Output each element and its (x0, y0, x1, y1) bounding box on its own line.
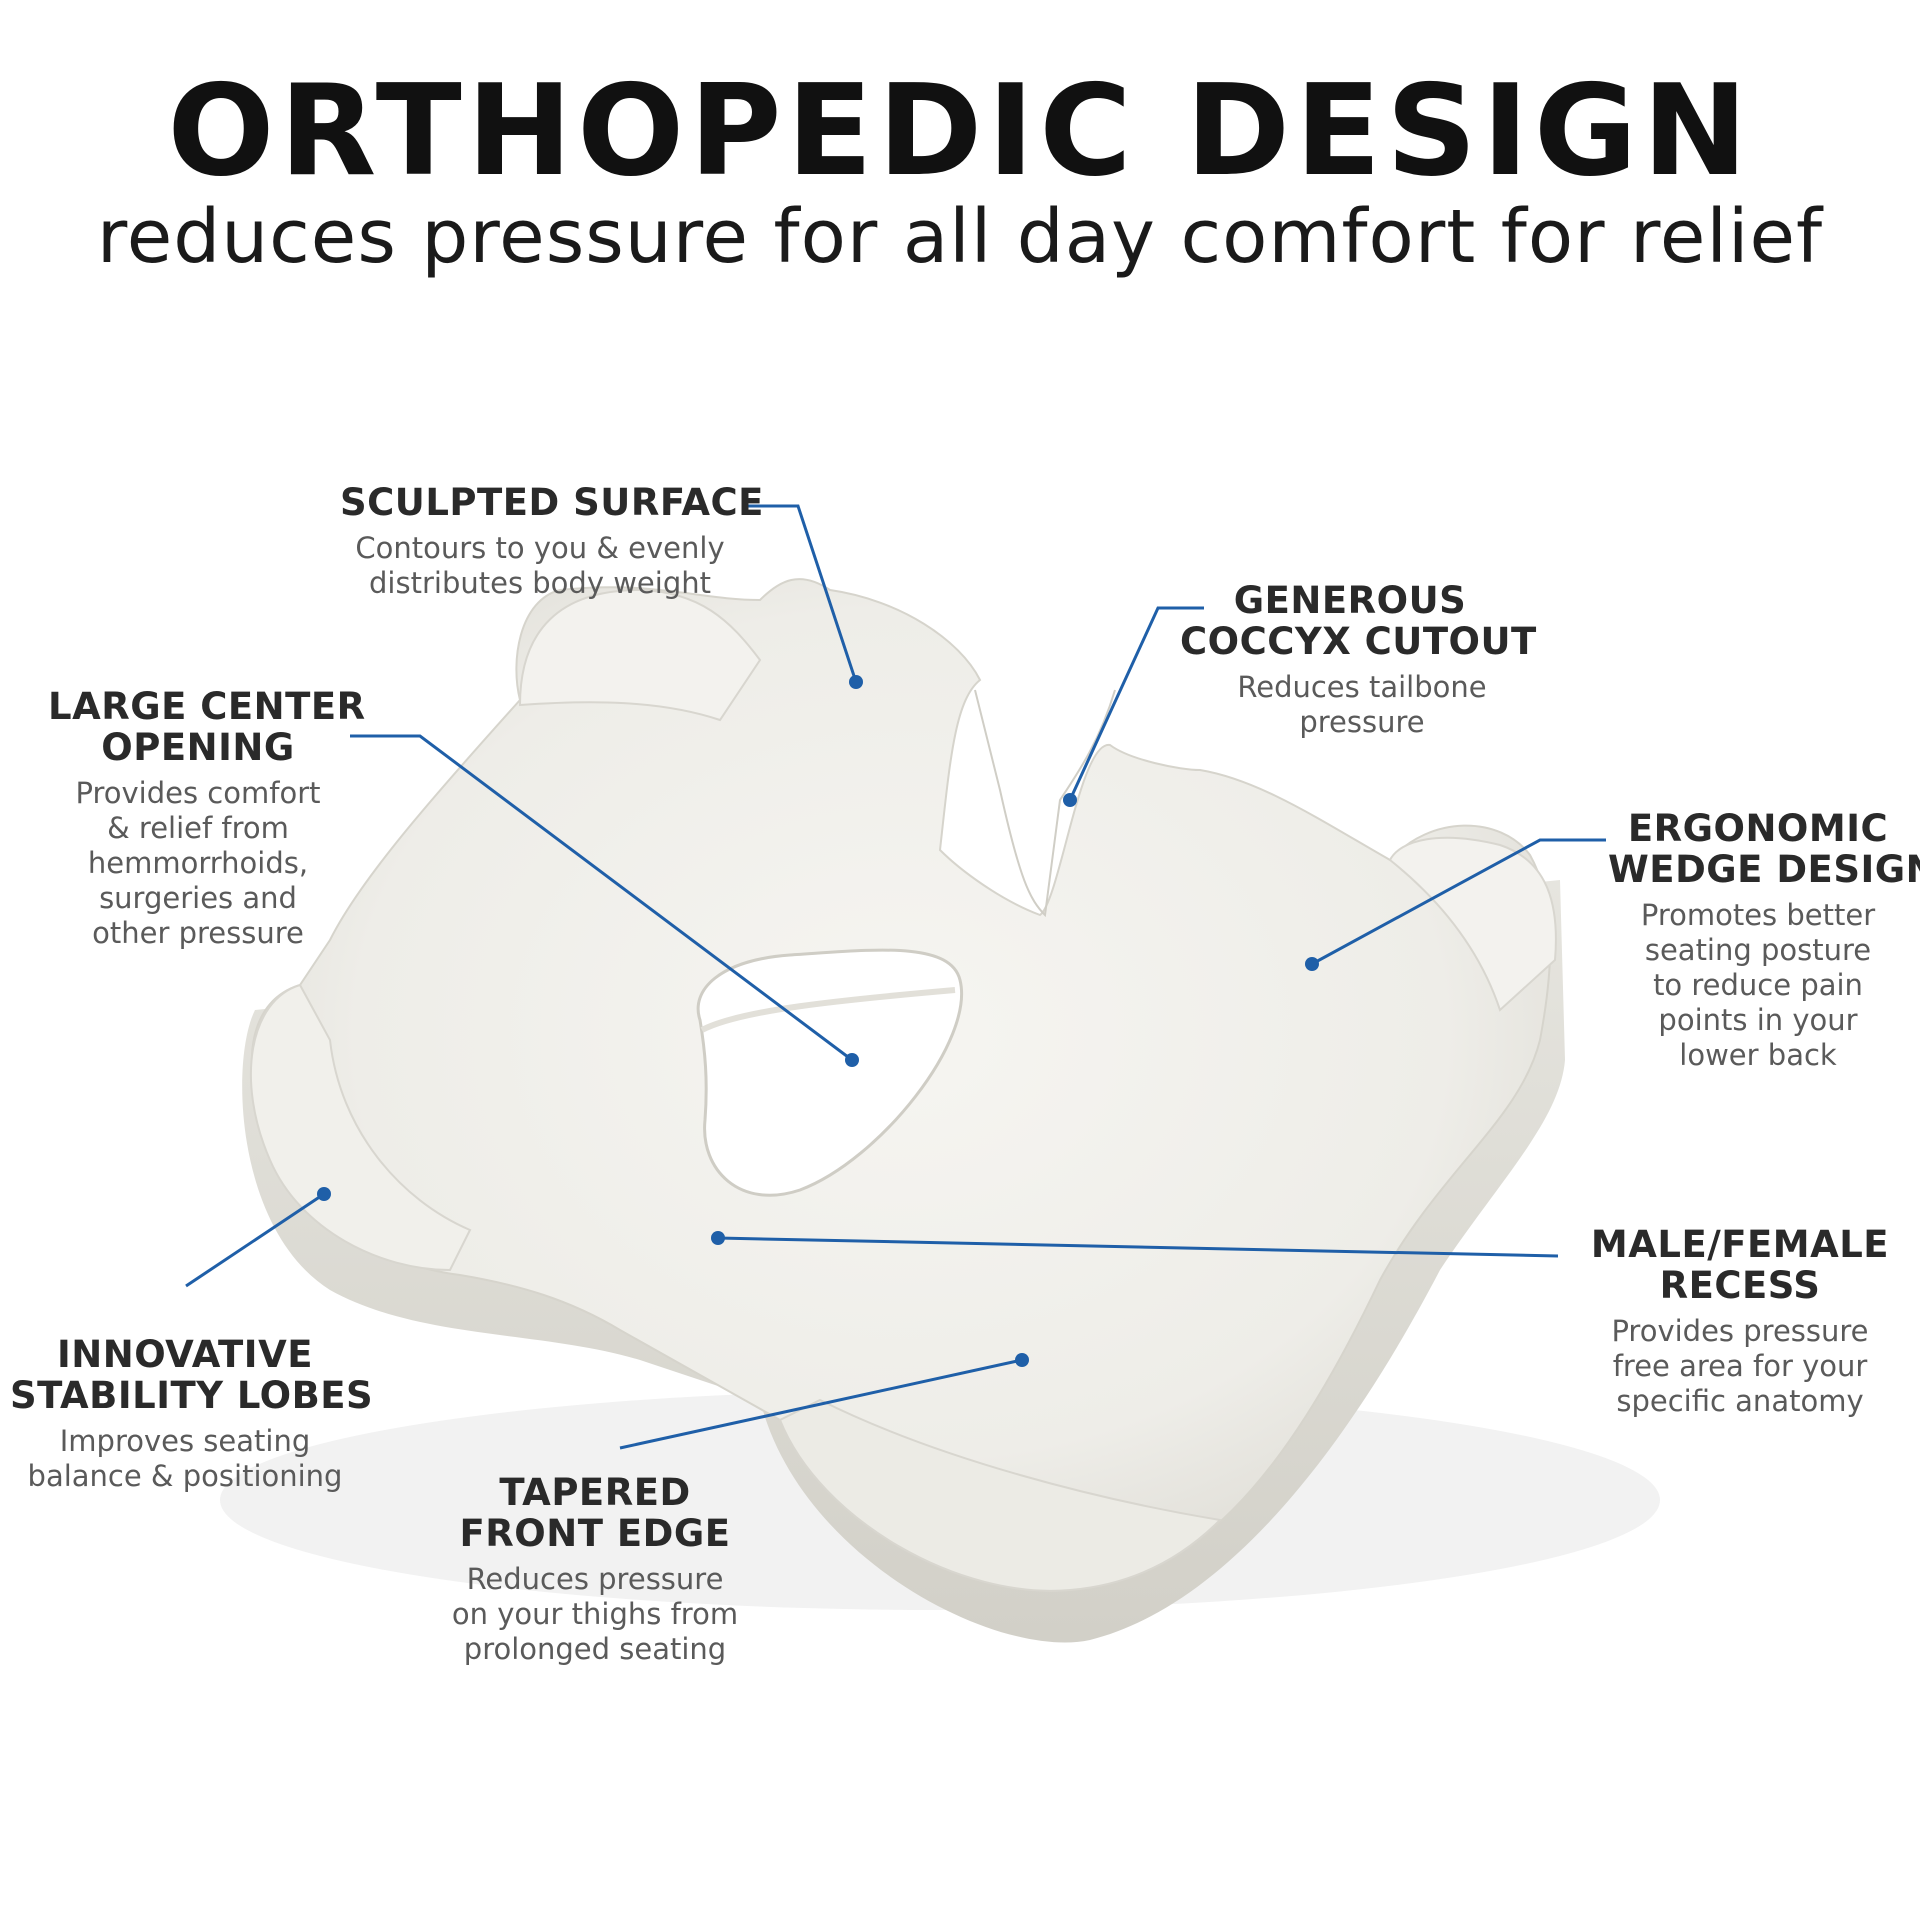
page-subtitle: reduces pressure for all day comfort for… (96, 194, 1824, 280)
callout-stability-lobes: INNOVATIVE STABILITY LOBES Improves seat… (10, 1333, 374, 1494)
callout-title-line: SCULPTED SURFACE (340, 481, 764, 524)
callout-description: Reduces pressure on your thighs from pro… (440, 1562, 750, 1667)
callout-description: Improves seating balance & positioning (10, 1424, 360, 1494)
callout-description-line: pressure (1299, 705, 1425, 739)
callout-title-line: ERGONOMIC (1627, 807, 1889, 850)
page-title: ORTHOPEDIC DESIGN (167, 57, 1753, 204)
callout-description-line: other pressure (92, 916, 304, 950)
callout-sculpted-surface: SCULPTED SURFACE Contours to you & evenl… (340, 481, 764, 601)
callout-title: MALE/FEMALE RECESS (1580, 1224, 1900, 1306)
callout-recess: MALE/FEMALE RECESS Provides pressure fre… (1580, 1224, 1900, 1419)
callout-description-line: hemmorrhoids, (87, 846, 309, 880)
callout-title: TAPERED FRONT EDGE (440, 1472, 750, 1554)
leader-line-recess (717, 1236, 1559, 1258)
callout-description: Promotes better seating posture to reduc… (1608, 898, 1908, 1073)
callout-description: Provides pressure free area for your spe… (1580, 1314, 1900, 1419)
dot-recess (711, 1231, 725, 1245)
callout-title-line: COCCYX CUTOUT (1180, 620, 1537, 663)
dot-sculpted-surface (849, 675, 863, 689)
callout-description-line: balance & positioning (27, 1459, 343, 1493)
callout-description-line: Contours to you & evenly (355, 531, 725, 565)
callout-description-line: prolonged seating (463, 1632, 727, 1666)
callout-title-line: OPENING (101, 726, 295, 769)
callout-title: GENEROUS COCCYX CUTOUT (1180, 579, 1537, 663)
leader-line-center-opening (350, 734, 853, 1062)
callout-coccyx-cutout: GENEROUS COCCYX CUTOUT Reduces tailbone … (1180, 579, 1537, 740)
leader-line-sculpted-surface (748, 504, 858, 683)
callout-description-line: Reduces pressure (466, 1562, 724, 1596)
callout-description-line: surgeries and (99, 881, 297, 915)
callout-title: INNOVATIVE STABILITY LOBES (10, 1333, 374, 1417)
leader-dots (317, 675, 1319, 1367)
dot-front-edge (1015, 1353, 1029, 1367)
dot-stability-lobes (317, 1187, 331, 1201)
callout-center-opening: LARGE CENTER OPENING Provides comfort & … (48, 685, 366, 951)
callout-description-line: points in your (1658, 1003, 1858, 1037)
dot-coccyx-cutout (1063, 793, 1077, 807)
callout-description: Reduces tailbone pressure (1180, 670, 1520, 740)
callout-title-line: FRONT EDGE (459, 1512, 731, 1555)
callout-title-line: GENEROUS (1233, 579, 1467, 622)
leader-line-wedge-design (1311, 838, 1606, 966)
dot-center-opening (845, 1053, 859, 1067)
leader-line-coccyx-cutout (1068, 606, 1204, 801)
callout-description: Contours to you & evenly distributes bod… (340, 531, 740, 601)
callout-title-line: LARGE CENTER (48, 685, 366, 728)
callout-description-line: to reduce pain (1653, 968, 1863, 1002)
callout-title-line: TAPERED (499, 1471, 691, 1514)
callout-title: ERGONOMIC WEDGE DESIGN (1608, 807, 1920, 891)
callout-title: SCULPTED SURFACE (340, 481, 764, 524)
dot-wedge-design (1305, 957, 1319, 971)
callout-title-line: STABILITY LOBES (10, 1374, 374, 1417)
leader-line-stability-lobes (185, 1192, 325, 1288)
callout-description-line: on your thighs from (451, 1597, 739, 1631)
callout-title: LARGE CENTER OPENING (48, 685, 366, 769)
callout-description-line: Improves seating (59, 1424, 311, 1458)
callout-description-line: Provides pressure (1611, 1314, 1869, 1348)
callout-description: Provides comfort & relief from hemmorrho… (48, 776, 348, 951)
callout-description-line: distributes body weight (369, 566, 711, 600)
callout-description-line: lower back (1679, 1038, 1837, 1072)
callout-description-line: Promotes better (1640, 898, 1876, 932)
leader-line-front-edge (619, 1358, 1023, 1450)
seat-cushion (220, 578, 1660, 1643)
callout-front-edge: TAPERED FRONT EDGE Reduces pressure on y… (440, 1472, 750, 1667)
callout-title-line: MALE/FEMALE (1590, 1223, 1890, 1266)
callout-title-line: INNOVATIVE (57, 1333, 313, 1376)
callout-description-line: & relief from (107, 811, 289, 845)
callout-description-line: seating posture (1644, 933, 1872, 967)
callout-wedge-design: ERGONOMIC WEDGE DESIGN Promotes better s… (1608, 807, 1920, 1073)
callout-description-line: free area for your (1612, 1349, 1868, 1383)
callout-description-line: specific anatomy (1616, 1384, 1864, 1418)
callout-title-line: WEDGE DESIGN (1608, 848, 1920, 891)
callout-title-line: RECESS (1659, 1264, 1821, 1307)
callout-description-line: Reduces tailbone (1237, 670, 1487, 704)
callout-description-line: Provides comfort (75, 776, 321, 810)
leader-lines (185, 504, 1606, 1450)
